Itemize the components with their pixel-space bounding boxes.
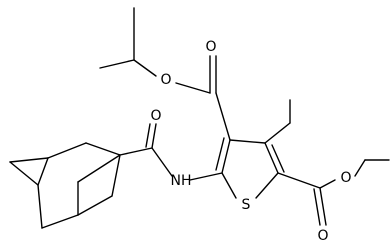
bond [221,172,237,199]
bond [215,92,231,141]
amide-group [119,123,223,181]
nh-label: NH [171,173,192,189]
ester1-carbonyl-oxygen-label: O [205,39,216,55]
bond [189,172,223,181]
bond [229,139,266,144]
bond [151,123,157,149]
adamantyl-group [9,142,121,229]
bond [99,59,135,69]
bond [37,184,43,229]
atom-labels: NH S O O O O O [150,39,351,244]
amide-oxygen-label: O [150,108,161,124]
bond [41,214,79,229]
bond [9,157,49,163]
methyl-bond [264,122,291,144]
bond [145,123,151,148]
bond [221,139,231,174]
bond [313,188,321,226]
bond [77,154,121,183]
bond [77,195,113,216]
bond [85,142,121,156]
bond [277,172,321,189]
thiophene-ring [215,137,285,199]
bond [9,161,39,186]
bond [264,142,279,174]
bond [255,172,279,199]
isopropyl-ester [99,7,231,141]
bond [111,154,121,197]
bond [215,137,225,171]
bond [133,59,157,77]
bond [175,82,211,94]
bond [119,147,153,156]
bond [319,179,336,189]
bond [151,147,173,177]
ester2-carbonyl-oxygen-label: O [317,228,328,244]
bond [37,157,49,186]
bond [354,159,366,177]
bond [319,187,327,226]
bond [47,142,87,159]
bond [271,144,285,173]
sulfur-label: S [242,197,251,213]
ethyl-ester [277,159,390,226]
ester1-single-oxygen-label: O [160,72,171,88]
ester2-single-oxygen-label: O [340,170,351,186]
